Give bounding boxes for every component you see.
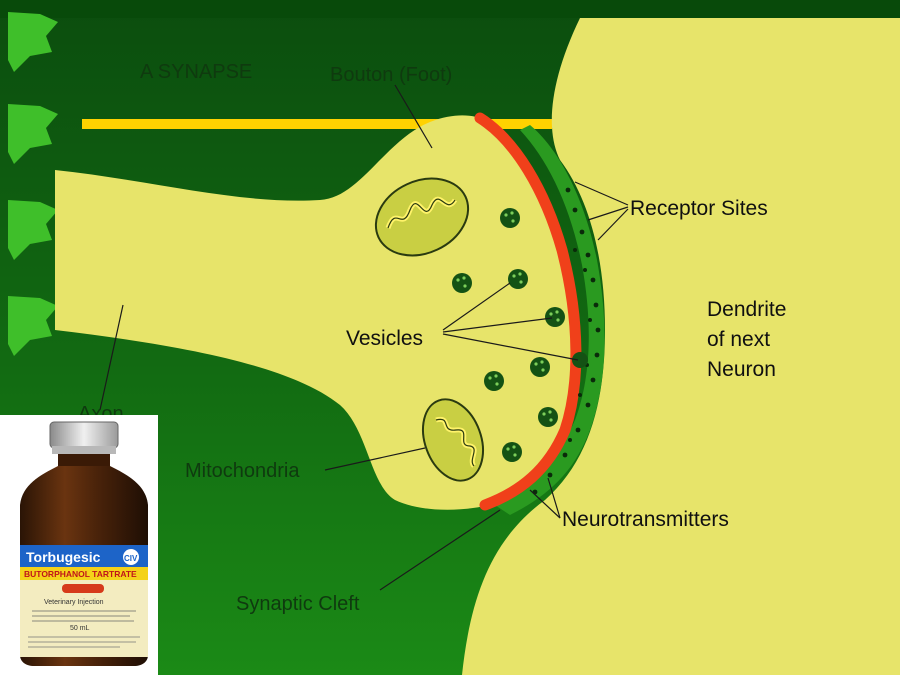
bottle-use: Veterinary Injection [44,599,104,606]
label-synaptic-cleft: Synaptic Cleft [236,593,360,615]
diagram-title: A SYNAPSE [140,61,252,83]
mitochondrion-lower [422,398,484,482]
bottle-brand: Torbugesic [26,549,101,565]
vesicles [452,208,588,462]
synaptic-cleft-band [495,125,605,515]
bottle-class-badge: CIV [124,554,138,563]
label-dendrite-line2: of next [707,328,770,351]
bottle-drug-name: BUTORPHANOL TARTRATE [24,569,137,579]
vesicle [500,208,520,228]
leaf-decoration [8,12,58,356]
label-receptor-sites: Receptor Sites [630,197,768,220]
label-vesicles: Vesicles [346,327,423,350]
top-strip [0,0,900,18]
presynaptic-membrane [474,112,582,511]
vesicle [452,273,472,293]
dendrite-shape [462,18,900,675]
label-dendrite-line1: Dendrite [707,298,786,321]
medication-bottle-photo: Torbugesic CIV BUTORPHANOL TARTRATE Vete… [0,415,158,675]
title-underline-bar [82,119,552,129]
bottle-volume: 50 mL [70,625,90,632]
vesicle [484,371,504,391]
vesicle [508,269,528,289]
leader-lines [99,84,629,591]
vesicle [538,407,558,427]
vesicle [502,442,522,462]
mitochondrion-upper [374,177,470,257]
label-mitochondria: Mitochondria [185,460,300,482]
vesicle [530,357,550,377]
receptor-dots [532,187,601,495]
label-dendrite-line3: Neuron [707,358,776,381]
label-neurotransmitters: Neurotransmitters [562,508,729,531]
vesicle [545,307,565,327]
vesicle [572,352,588,368]
label-bouton: Bouton (Foot) [330,64,452,86]
